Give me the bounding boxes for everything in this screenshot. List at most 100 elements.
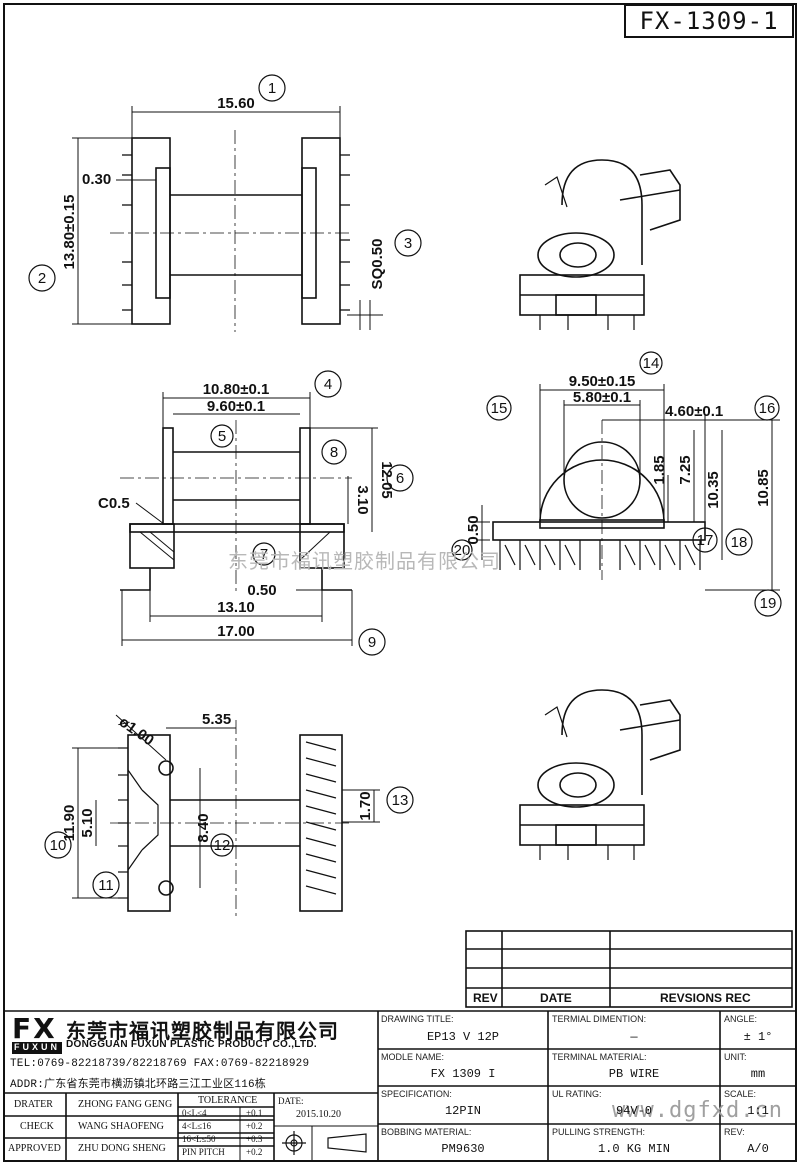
company-address: ADDR:广东省东莞市横沥镇北环路三江工业区116栋 bbox=[10, 1079, 267, 1091]
bottom-view bbox=[110, 720, 350, 920]
balloon-4: 4 bbox=[324, 376, 332, 393]
dim-17-00: 17.00 bbox=[217, 623, 255, 640]
revision-table bbox=[465, 930, 793, 1008]
dim-5-35: 5.35 bbox=[202, 711, 231, 728]
model-name-value: FX 1309 I bbox=[430, 1067, 496, 1081]
dim-3-10: 3.10 bbox=[354, 485, 371, 514]
company-tel: TEL:0769-82218739/82218769 FAX:0769-8221… bbox=[10, 1058, 310, 1070]
dim-dia-1-00: ø1.00 bbox=[116, 713, 157, 749]
front-view-dims bbox=[476, 384, 780, 591]
balloon-3: 3 bbox=[404, 235, 412, 252]
terminal-dimention-value: — bbox=[630, 1030, 638, 1044]
balloon-2: 2 bbox=[38, 270, 46, 287]
model-name-label: MODLE NAME: bbox=[381, 1052, 445, 1062]
watermark-url: www.dgfxd.cn bbox=[612, 1098, 783, 1123]
dim-10-80: 10.80±0.1 bbox=[203, 381, 270, 398]
drawing-title-value: EP13 V 12P bbox=[426, 1030, 499, 1044]
unit-value: mm bbox=[750, 1067, 766, 1081]
top-view bbox=[110, 130, 350, 332]
sheet-border bbox=[3, 3, 797, 1162]
rev-label: REV: bbox=[724, 1127, 745, 1137]
name-drater: ZHONG FANG GENG bbox=[78, 1099, 173, 1110]
dim-5-10: 5.10 bbox=[79, 808, 96, 837]
balloon-19: 19 bbox=[760, 595, 777, 612]
dim-0-50-side: 0.50 bbox=[247, 582, 276, 599]
role-check: CHECK bbox=[20, 1121, 54, 1132]
dim-8-40: 8.40 bbox=[195, 813, 212, 842]
bobbin-material-label: BOBBING MATERIAL: bbox=[381, 1127, 472, 1137]
angle-value: ± 1° bbox=[743, 1030, 773, 1044]
rev-value: A/0 bbox=[747, 1142, 769, 1156]
pulling-strength-value: 1.0 KG MIN bbox=[597, 1142, 670, 1156]
dim-11-90: 11.90 bbox=[61, 805, 78, 842]
dim-0-30: 0.30 bbox=[82, 171, 111, 188]
dim-10-35: 10.35 bbox=[705, 471, 722, 509]
specification-label: SPECIFICATION: bbox=[381, 1089, 452, 1099]
balloon-13: 13 bbox=[392, 792, 409, 809]
dim-1-85: 1.85 bbox=[651, 455, 668, 484]
projection-symbol bbox=[282, 1131, 367, 1155]
role-drater: DRATER bbox=[14, 1099, 53, 1110]
dim-13-80: 13.80±0.15 bbox=[61, 195, 78, 270]
scale-label: SCALE: bbox=[724, 1089, 757, 1099]
rev-header-rev: REV bbox=[473, 991, 498, 1005]
balloon-7: 7 bbox=[260, 546, 268, 563]
balloon-15: 15 bbox=[491, 400, 508, 417]
dim-1-70: 1.70 bbox=[357, 791, 374, 820]
balloon-8: 8 bbox=[330, 444, 338, 461]
role-approved: APPROVED bbox=[8, 1143, 61, 1154]
date-value: 2015.10.20 bbox=[296, 1109, 341, 1120]
watermark-company: 东莞市福讯塑胶制品有限公司 bbox=[228, 549, 501, 573]
logo-fx: FX bbox=[12, 1012, 57, 1045]
side-view-dims bbox=[121, 392, 378, 646]
balloons bbox=[28, 74, 782, 899]
balloon-14: 14 bbox=[643, 355, 660, 372]
pulling-strength-label: PULLING STRENGTH: bbox=[552, 1127, 646, 1137]
bottom-view-dims bbox=[72, 714, 380, 899]
balloon-10: 10 bbox=[50, 837, 67, 854]
side-view bbox=[120, 420, 352, 595]
iso-view-bottom bbox=[519, 689, 681, 860]
company-name-en: DONGGUAN FUXUN PLASTIC PRODUCT CO.,LTD. bbox=[66, 1039, 317, 1050]
name-approved: ZHU DONG SHENG bbox=[78, 1143, 166, 1154]
iso-view-top bbox=[519, 159, 681, 330]
angle-label: ANGLE: bbox=[724, 1014, 758, 1024]
balloon-5: 5 bbox=[218, 428, 226, 445]
dim-0-50-front: 0.50 bbox=[465, 515, 482, 544]
tolerance-title: TOLERANCE bbox=[198, 1095, 258, 1106]
tol-value-1: +0.1 bbox=[246, 1108, 263, 1118]
balloon-18: 18 bbox=[731, 534, 748, 551]
specification-value: 12PIN bbox=[444, 1104, 481, 1118]
dim-7-25: 7.25 bbox=[677, 455, 694, 484]
rev-header-rec: REVSIONS REC bbox=[660, 991, 751, 1005]
title-block-grid bbox=[4, 1010, 796, 1161]
dim-c0-5: C0.5 bbox=[98, 495, 130, 512]
dim-5-80: 5.80±0.1 bbox=[573, 389, 631, 406]
tol-value-2: +0.2 bbox=[246, 1121, 263, 1131]
tol-range-1: 0<L≤4 bbox=[182, 1108, 207, 1118]
rev-header-date: DATE bbox=[540, 991, 572, 1005]
balloon-1: 1 bbox=[268, 80, 276, 97]
dim-4-60: 4.60±0.1 bbox=[665, 403, 723, 420]
balloon-20: 20 bbox=[454, 542, 471, 559]
bobbin-material-value: PM9630 bbox=[441, 1142, 485, 1156]
dim-12-05: 12.05 bbox=[378, 461, 395, 499]
front-view bbox=[492, 420, 706, 580]
balloon-6: 6 bbox=[396, 470, 404, 487]
dim-13-10: 13.10 bbox=[217, 599, 255, 616]
balloon-17: 17 bbox=[697, 532, 714, 549]
ul-rating-label: UL RATING: bbox=[552, 1089, 602, 1099]
tol-range-4: PIN PITCH bbox=[182, 1147, 225, 1157]
dim-sq0-50: SQ0.50 bbox=[369, 239, 386, 290]
terminal-material-label: TERMINAL MATERIAL: bbox=[552, 1052, 647, 1062]
dim-15-60: 15.60 bbox=[217, 95, 255, 112]
date-label: DATE: bbox=[278, 1096, 304, 1106]
balloon-9: 9 bbox=[368, 634, 376, 651]
top-view-dims bbox=[72, 106, 383, 330]
tol-range-3: 16<L≤50 bbox=[182, 1134, 216, 1144]
name-check: WANG SHAOFENG bbox=[78, 1121, 164, 1132]
balloon-12: 12 bbox=[214, 837, 231, 854]
tol-value-4: +0.2 bbox=[246, 1147, 263, 1157]
dim-9-60: 9.60±0.1 bbox=[207, 398, 265, 415]
